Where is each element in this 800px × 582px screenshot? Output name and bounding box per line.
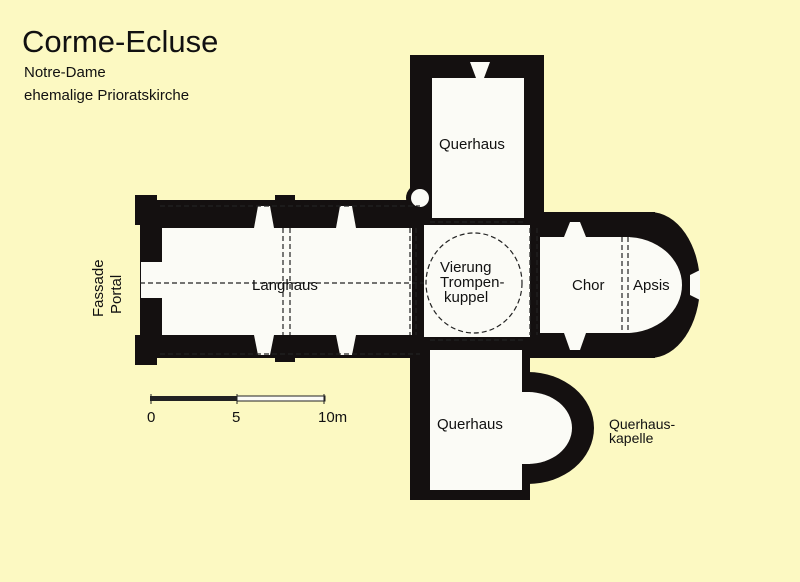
label-querhauskapelle-2: kapelle	[609, 430, 654, 446]
vault-lines	[140, 205, 629, 355]
label-chor: Chor	[572, 277, 605, 294]
label-querhaus-south: Querhaus	[437, 416, 503, 433]
scale-tick-0: 0	[147, 409, 155, 426]
scale-tick-5: 5	[232, 409, 240, 426]
label-apsis: Apsis	[633, 277, 670, 294]
label-fassade: Fassade	[90, 259, 107, 317]
page-title: Corme-Ecluse	[22, 24, 219, 59]
label-vierung: Vierung	[440, 259, 491, 276]
label-querhaus-north: Querhaus	[439, 136, 505, 153]
scale-bar: 0 5 10m	[147, 394, 347, 426]
label-trompen: Trompen-	[440, 274, 504, 291]
label-kuppel: kuppel	[444, 289, 488, 306]
label-portal: Portal	[108, 275, 125, 314]
floor-areas	[141, 62, 700, 490]
label-querhauskapelle-1: Querhaus-	[609, 416, 675, 432]
church-description: ehemalige Prioratskirche	[24, 87, 190, 104]
church-name: Notre-Dame	[24, 64, 106, 81]
scale-tick-10m: 10m	[318, 409, 347, 426]
label-langhaus: Langhaus	[252, 277, 318, 294]
